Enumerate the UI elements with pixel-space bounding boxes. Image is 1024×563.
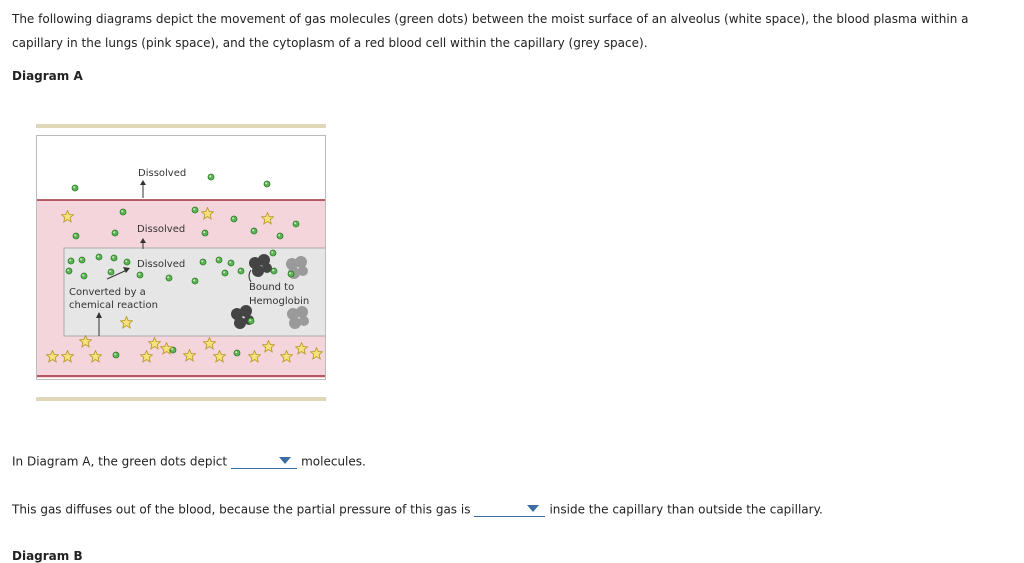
label-bound-2: Hemoglobin [249, 296, 309, 307]
question-2-dropdown[interactable] [474, 502, 546, 517]
question-2: This gas diffuses out of the blood, beca… [12, 502, 823, 517]
diagram-a-heading: Diagram A [12, 69, 83, 83]
hemoglobin-dark-2 [231, 305, 254, 329]
intro-text: The following diagrams depict the moveme… [12, 12, 969, 50]
question-1-dropdown[interactable] [231, 454, 298, 469]
label-bound-1: Bound to [249, 282, 294, 293]
hemoglobin-dark-1 [249, 254, 272, 277]
diagram-bottom-rule [36, 397, 326, 401]
question-1: In Diagram A, the green dots depict molec… [12, 454, 366, 469]
label-converted-1: Converted by a [69, 287, 146, 298]
question-2-text-after: inside the capillary than outside the ca… [549, 502, 823, 517]
diagram-b-heading: Diagram B [12, 549, 83, 563]
label-dissolved-middle: Dissolved [137, 224, 185, 235]
chevron-down-icon [527, 505, 540, 512]
diagram-a: Dissolved Dissolved Dissolved Converted … [36, 124, 326, 402]
question-1-text-before: In Diagram A, the green dots depict [12, 454, 228, 469]
diagram-top-rule [36, 124, 326, 128]
red-blood-cell-region [63, 247, 325, 337]
question-2-text-before: This gas diffuses out of the blood, beca… [12, 502, 471, 517]
diagram-a-illustration: Dissolved Dissolved Dissolved Converted … [37, 168, 325, 378]
hemoglobin-light-2 [287, 306, 309, 329]
diagram-a-image: Dissolved Dissolved Dissolved Converted … [36, 135, 326, 380]
chevron-down-icon [279, 457, 292, 464]
label-converted-2: chemical reaction [69, 300, 158, 311]
label-dissolved-top: Dissolved [138, 168, 186, 179]
label-dissolved-cell: Dissolved [137, 259, 185, 270]
question-1-text-after: molecules. [301, 454, 366, 469]
